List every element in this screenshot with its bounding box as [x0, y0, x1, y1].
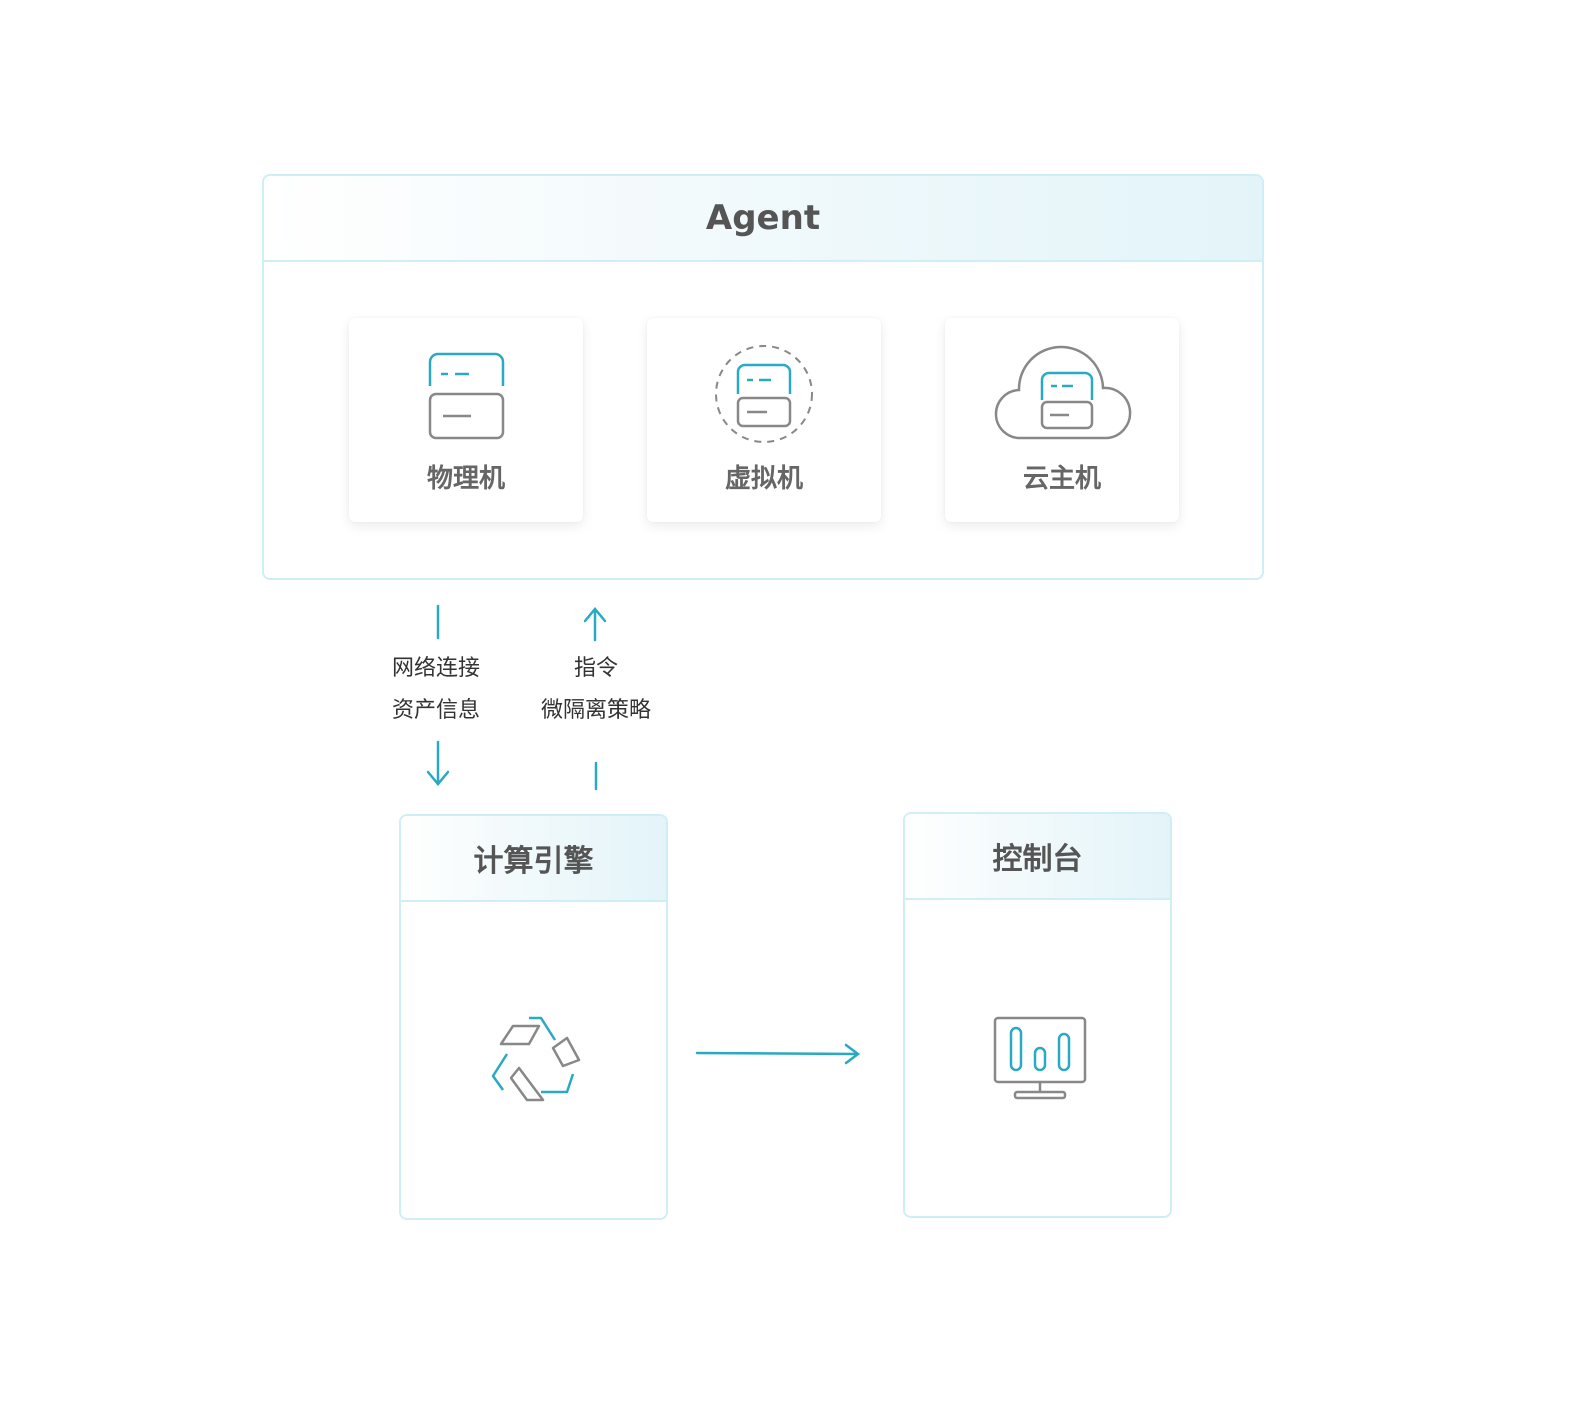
- flow-label-upload: 网络连接 资产信息: [366, 648, 506, 732]
- cloud-server-icon: [994, 345, 1132, 440]
- console-panel-title: 控制台: [905, 814, 1170, 900]
- host-label-cloud: 云主机: [1022, 464, 1101, 494]
- flow-download-line-2: 微隔离策略: [540, 698, 651, 723]
- agent-panel-title: Agent: [264, 176, 1262, 262]
- flow-label-download: 指令 微隔离策略: [516, 648, 676, 732]
- host-label-virtual: 虚拟机: [724, 464, 803, 494]
- engine-panel-title: 计算引擎: [401, 816, 666, 902]
- flow-upload-line-2: 资产信息: [391, 698, 480, 723]
- host-card-physical: 物理机: [349, 318, 583, 522]
- flow-download-line-1: 指令: [573, 656, 618, 681]
- download-arrow-head: [583, 607, 607, 623]
- host-card-virtual: 虚拟机: [647, 318, 881, 522]
- engine-console-arrow-head: [844, 1043, 861, 1065]
- recycle-engine-icon: [491, 1016, 581, 1102]
- engine-console-arrow-shaft: [695, 1051, 860, 1056]
- host-label-physical: 物理机: [426, 464, 505, 494]
- virtual-server-icon: [715, 345, 813, 443]
- monitor-chart-icon: [993, 1016, 1087, 1100]
- server-icon: [428, 352, 505, 440]
- flow-upload-line-1: 网络连接: [391, 656, 480, 681]
- console-panel: 控制台: [903, 812, 1172, 1218]
- engine-panel: 计算引擎: [399, 814, 668, 1220]
- host-card-cloud: 云主机: [945, 318, 1179, 522]
- upload-arrow-head: [426, 770, 450, 786]
